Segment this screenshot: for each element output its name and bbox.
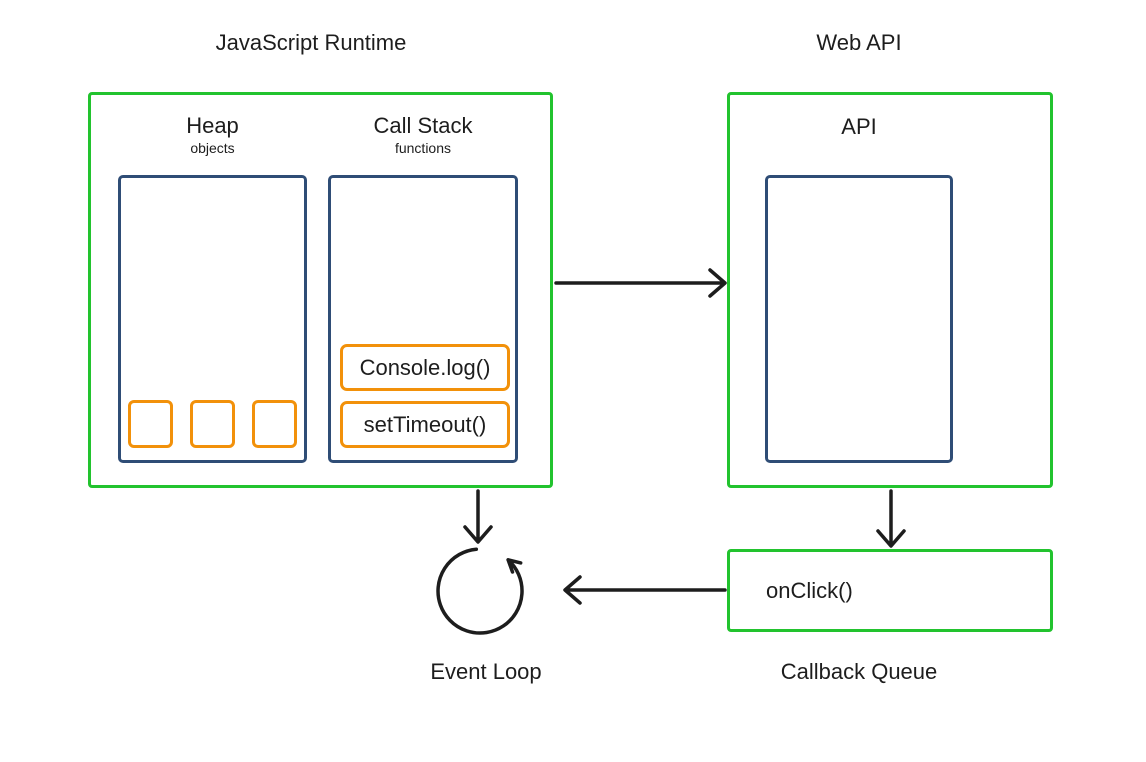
call-stack-frame-settimeout: setTimeout() (340, 401, 510, 448)
arrow-webapi-to-queue (876, 489, 906, 548)
api-inner-box (765, 175, 953, 463)
call-stack-subtitle: functions (394, 140, 452, 156)
callback-queue-box: onClick() (727, 549, 1053, 632)
call-stack-frame-console-log: Console.log() (340, 344, 510, 391)
arrow-runtime-to-webapi (554, 268, 727, 298)
callback-queue-label: Callback Queue (780, 659, 938, 684)
heap-object-square (128, 400, 173, 448)
arrow-runtime-to-eventloop (463, 489, 493, 544)
heap-title: Heap (186, 113, 239, 138)
heap-objects (128, 400, 297, 448)
heap-object-square (252, 400, 297, 448)
arrow-queue-to-eventloop (563, 575, 727, 605)
heap-object-square (190, 400, 235, 448)
call-stack-header: Call Stack functions (328, 113, 518, 157)
callback-queue-item-onclick: onClick() (766, 577, 853, 603)
js-runtime-title: JavaScript Runtime (215, 30, 407, 55)
heap-header: Heap objects (118, 113, 307, 157)
api-label: API (841, 114, 877, 139)
call-stack-title: Call Stack (373, 113, 473, 138)
heap-subtitle: objects (190, 140, 235, 156)
event-loop-label: Event Loop (430, 659, 542, 684)
event-loop-cycle-icon (436, 547, 524, 635)
web-api-title: Web API (816, 30, 902, 55)
